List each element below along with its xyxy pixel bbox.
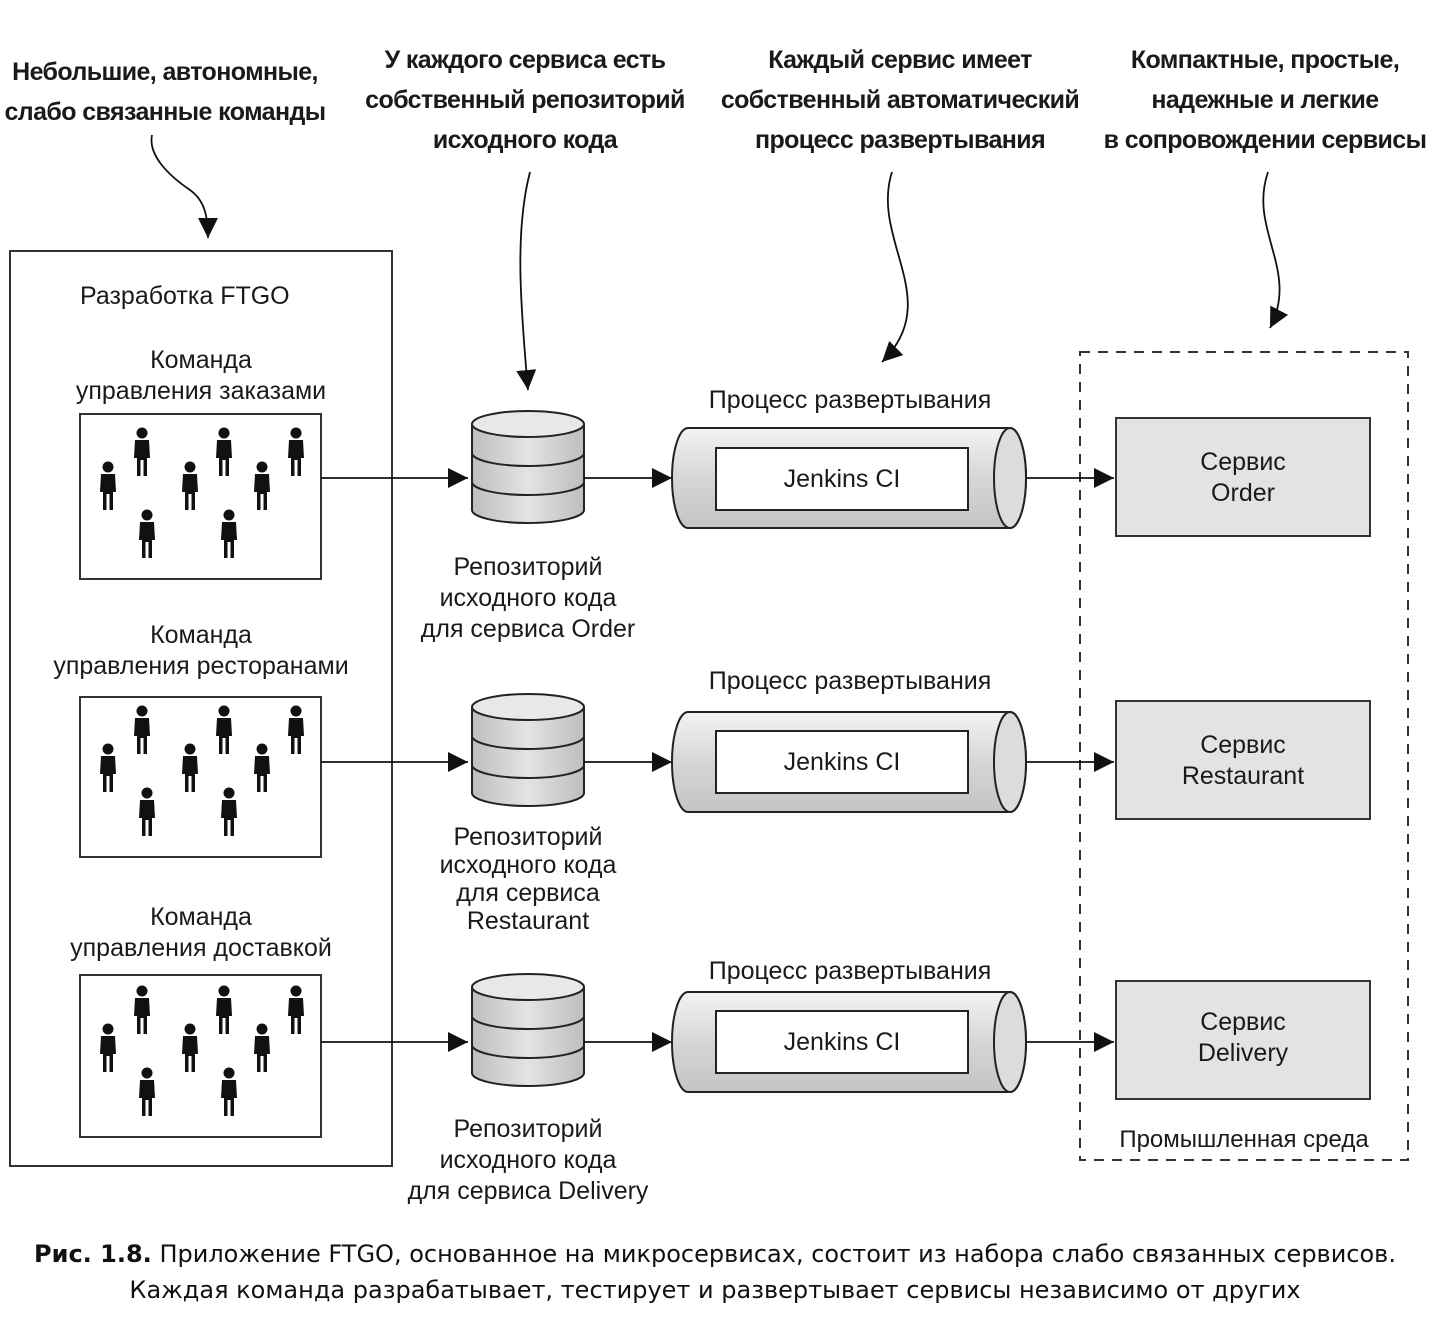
team-label-delivery: Команда управления доставкой — [70, 903, 332, 962]
team-label-restaurant: Команда управления ресторанами — [53, 621, 349, 680]
callout-teams: Небольшие, автономные, слабо связанные к… — [4, 58, 327, 126]
repo-label-order: Репозиторий исходного кода для сервиса O… — [420, 553, 636, 643]
service-box-restaurant — [1115, 700, 1371, 820]
pipeline-cylinder-delivery — [671, 991, 1027, 1093]
service-label-order: Сервис Order — [1200, 448, 1286, 507]
callout-arrow-repos — [516, 171, 537, 391]
caption-prefix: Рис. 1.8. — [34, 1240, 152, 1268]
service-label-delivery: Сервис Delivery — [1197, 1008, 1289, 1067]
pipeline-cylinder-order — [671, 427, 1027, 529]
service-box-delivery — [1115, 980, 1371, 1100]
callout-arrow-pipelines — [881, 171, 909, 363]
pipeline-tool-delivery: Jenkins CI — [783, 1028, 901, 1056]
figure-caption: Рис. 1.8. Приложение FTGO, основанное на… — [20, 1236, 1410, 1308]
callout-repos: У каждого сервиса есть собственный репоз… — [365, 46, 685, 154]
callout-pipelines: Каждый сервис имеет собственный автомати… — [720, 46, 1080, 154]
team-label-order: Команда управления заказами — [75, 346, 327, 405]
repo-order-db-icon — [471, 410, 585, 524]
ftgo-development-title: Разработка FTGO — [80, 282, 290, 310]
team-box-order — [79, 413, 322, 580]
pipeline-tool-order: Jenkins CI — [783, 465, 901, 493]
production-environment-box — [1079, 351, 1409, 1161]
team-box-restaurant — [79, 696, 322, 858]
pipeline-tool-restaurant: Jenkins CI — [783, 748, 901, 776]
service-label-restaurant: Сервис Restaurant — [1181, 731, 1305, 790]
caption-text: Приложение FTGO, основанное на микросерв… — [129, 1240, 1396, 1304]
pipeline-title-delivery: Процесс развертывания — [708, 957, 992, 985]
callout-arrow-teams — [150, 134, 218, 239]
repo-label-restaurant: Репозиторий исходного кода для сервиса R… — [439, 823, 617, 935]
pipeline-cylinder-restaurant — [671, 711, 1027, 813]
callout-arrow-services — [1262, 171, 1289, 329]
service-box-order — [1115, 417, 1371, 537]
repo-label-delivery: Репозиторий исходного кода для сервиса D… — [407, 1115, 649, 1205]
repo-restaurant-db-icon — [471, 693, 585, 807]
callout-services: Компактные, простые, надежные и легкие в… — [1103, 46, 1427, 154]
pipeline-title-order: Процесс развертывания — [708, 386, 992, 414]
repo-delivery-db-icon — [471, 973, 585, 1087]
team-box-delivery — [79, 974, 322, 1138]
environment-label: Промышленная среда — [1119, 1126, 1369, 1153]
pipeline-title-restaurant: Процесс развертывания — [708, 667, 992, 695]
